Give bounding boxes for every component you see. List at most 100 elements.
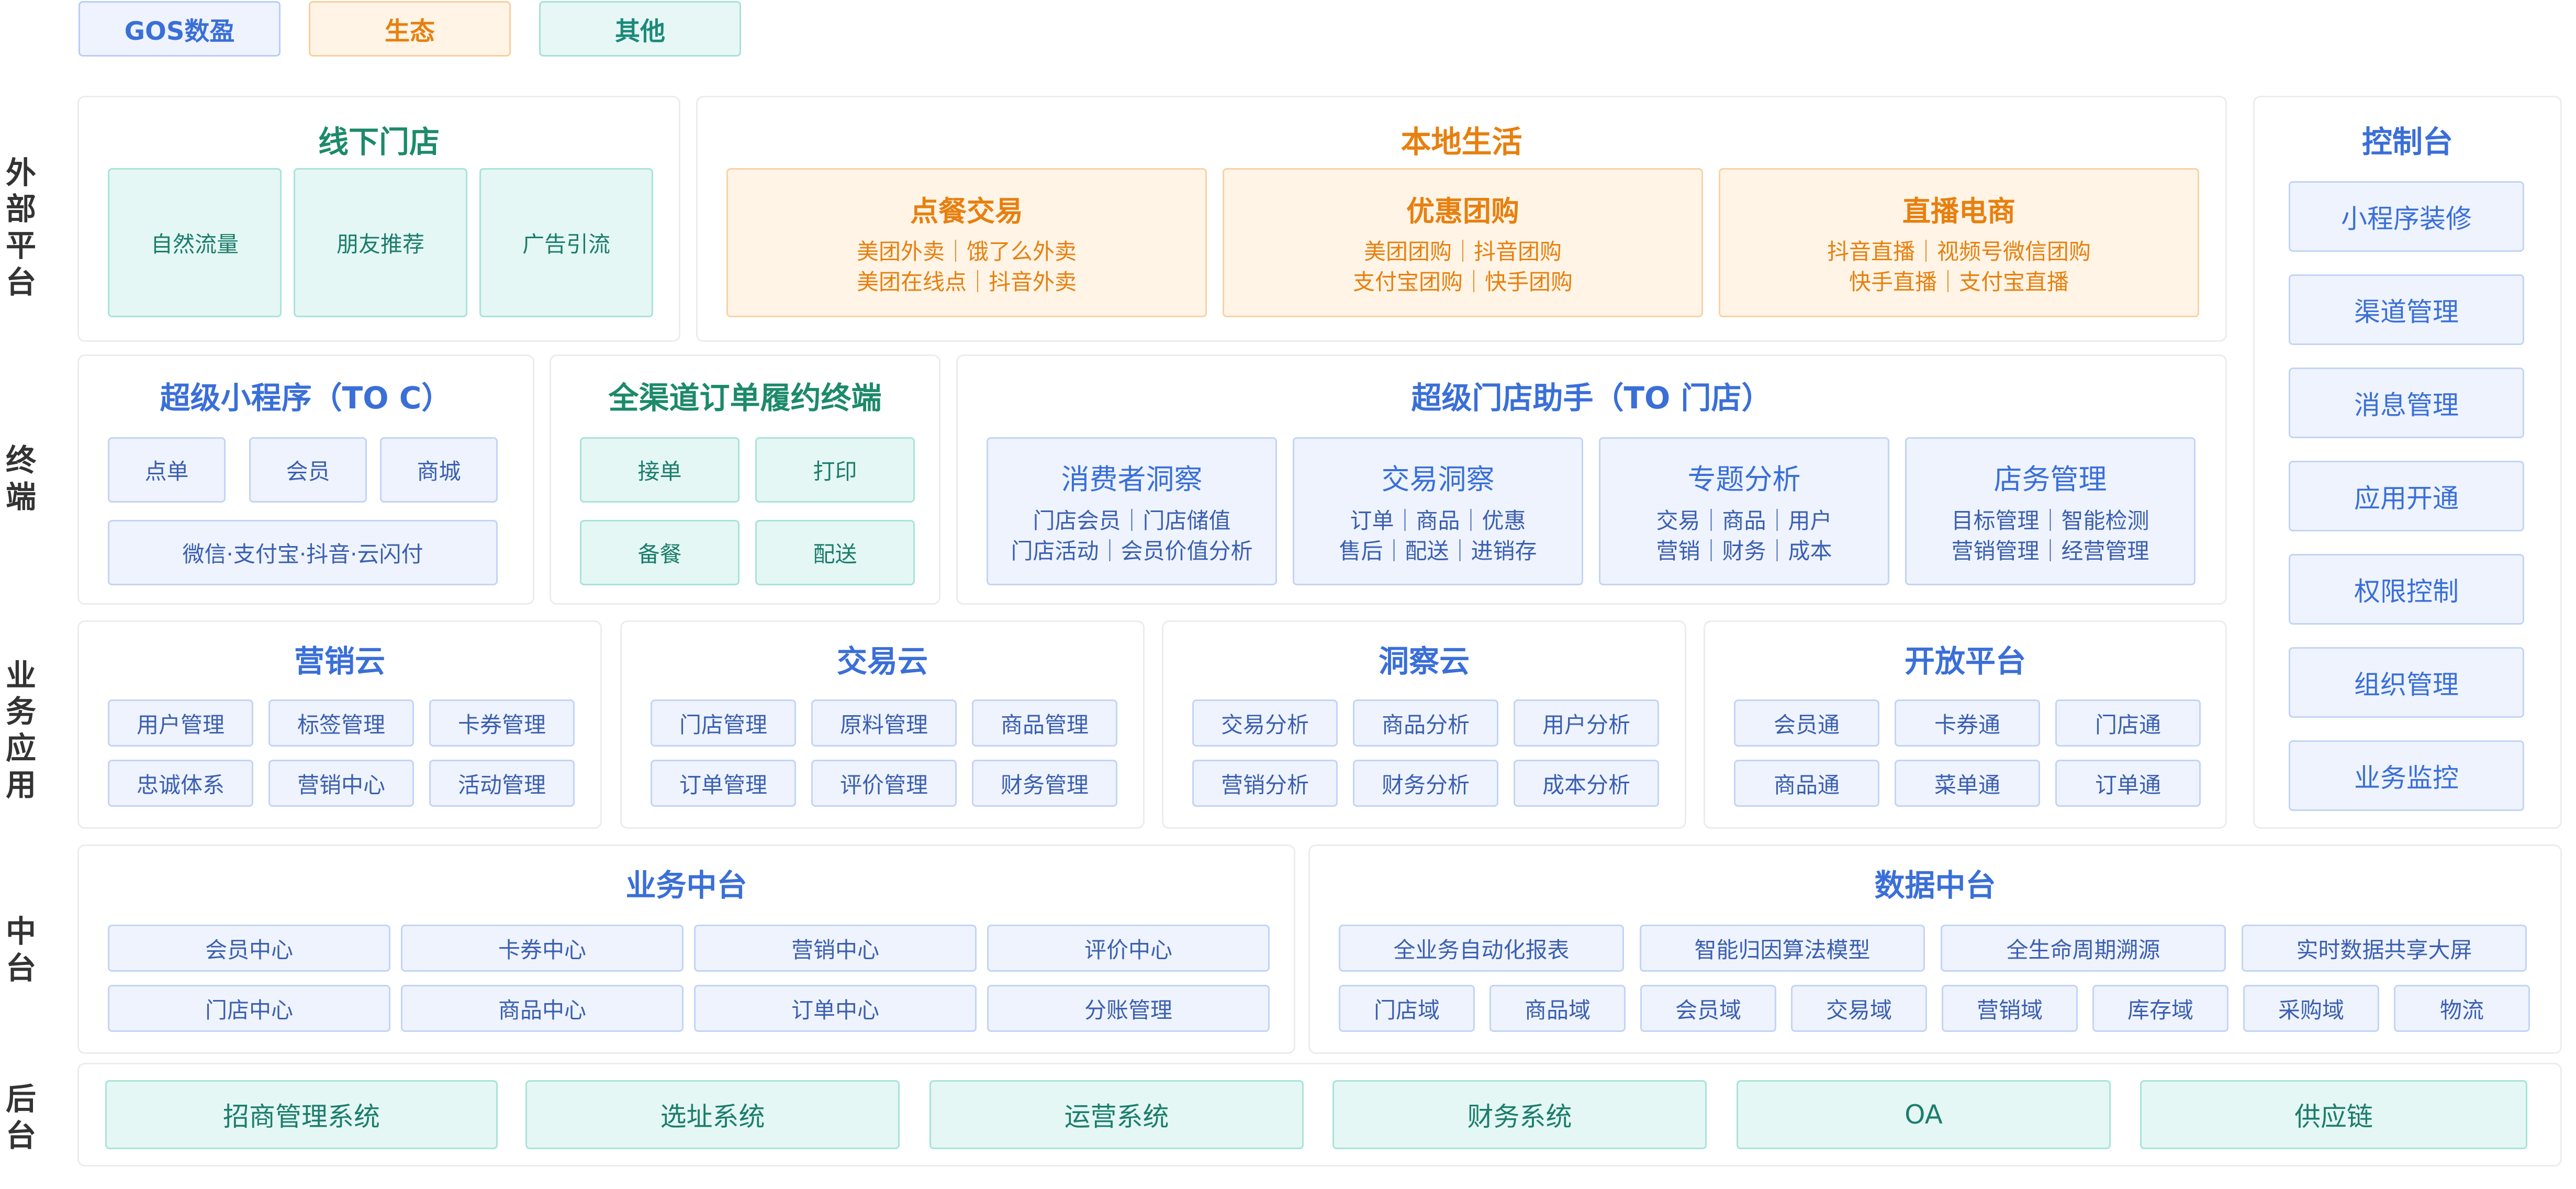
row-label-char: 台 bbox=[5, 264, 36, 300]
cloud-item: 财务分析 bbox=[1353, 760, 1498, 807]
row-label-char: 平 bbox=[5, 228, 36, 263]
console-item: 权限控制 bbox=[2289, 554, 2524, 625]
card-title: 点餐交易 bbox=[910, 195, 1023, 228]
data-middle-title: 数据中台 bbox=[1874, 868, 1996, 903]
card-title: 交易洞察 bbox=[1381, 463, 1495, 496]
row-label-char: 台 bbox=[5, 950, 36, 986]
offline-item: 自然流量 bbox=[108, 168, 282, 317]
card-title: 直播电商 bbox=[1902, 195, 2015, 228]
local-life-title: 本地生活 bbox=[1401, 124, 1522, 160]
biz-middle-item: 评价中心 bbox=[987, 925, 1270, 972]
cloud-panel-trade: 交易云 门店管理 原料管理 商品管理 订单管理 评价管理 财务管理 bbox=[620, 620, 1145, 829]
legend-gos: GOS数盈 bbox=[79, 1, 281, 57]
assistant-card: 店务管理 目标管理｜智能检测 营销管理｜经营管理 bbox=[1905, 437, 2196, 585]
super-mini-item: 商城 bbox=[380, 437, 498, 503]
row-label-external: 外 部 平 台 bbox=[0, 141, 42, 314]
row-label-char: 务 bbox=[5, 694, 36, 730]
biz-middle-item: 营销中心 bbox=[694, 925, 977, 972]
cloud-item: 财务管理 bbox=[972, 760, 1117, 807]
offline-store-title: 线下门店 bbox=[318, 124, 440, 160]
data-middle-top-item: 全业务自动化报表 bbox=[1339, 925, 1624, 972]
row-label-char: 部 bbox=[5, 191, 36, 227]
cloud-item: 原料管理 bbox=[811, 699, 957, 747]
row-label-char: 应 bbox=[5, 730, 36, 766]
offline-item: 广告引流 bbox=[479, 168, 653, 317]
cloud-item: 订单管理 bbox=[651, 760, 796, 807]
cloud-item: 商品分析 bbox=[1353, 699, 1498, 747]
cloud-item: 菜单通 bbox=[1895, 760, 2040, 807]
card-line: 营销｜财务｜成本 bbox=[1656, 538, 1832, 564]
cloud-item: 会员通 bbox=[1734, 699, 1879, 747]
biz-middle-item: 会员中心 bbox=[108, 925, 390, 972]
legend-eco: 生态 bbox=[309, 1, 511, 57]
row-label-terminal: 终 端 bbox=[0, 429, 42, 529]
omni-channel-panel: 全渠道订单履约终端 接单 打印 备餐 配送 bbox=[550, 354, 940, 605]
backend-item: OA bbox=[1737, 1080, 2111, 1149]
store-assistant-title: 超级门店助手（TO 门店） bbox=[1411, 380, 1772, 416]
biz-middle-item: 门店中心 bbox=[108, 985, 390, 1032]
console-panel: 控制台 小程序装修 渠道管理 消息管理 应用开通 权限控制 组织管理 业务监控 bbox=[2253, 96, 2562, 829]
console-item: 应用开通 bbox=[2289, 461, 2524, 531]
data-domain-item: 交易域 bbox=[1791, 985, 1927, 1032]
row-label-char: 业 bbox=[5, 657, 36, 693]
omni-item: 接单 bbox=[580, 437, 740, 503]
card-line: 售后｜配送｜进销存 bbox=[1339, 538, 1537, 564]
cloud-item: 订单通 bbox=[2055, 760, 2201, 807]
cloud-item: 卡券管理 bbox=[429, 699, 575, 747]
card-line: 美团在线点｜抖音外卖 bbox=[856, 269, 1077, 295]
biz-middle-item: 商品中心 bbox=[401, 985, 684, 1032]
cloud-item: 门店管理 bbox=[651, 699, 796, 747]
card-line: 交易｜商品｜用户 bbox=[1656, 508, 1832, 534]
super-mini-channels: 微信·支付宝·抖音·云闪付 bbox=[108, 520, 498, 585]
data-middle-top-item: 智能归因算法模型 bbox=[1640, 925, 1925, 972]
console-item: 组织管理 bbox=[2289, 647, 2524, 718]
cloud-item: 忠诚体系 bbox=[108, 760, 253, 807]
super-mini-title: 超级小程序（TO C） bbox=[160, 380, 452, 416]
data-middle-panel: 数据中台 全业务自动化报表 智能归因算法模型 全生命周期溯源 实时数据共享大屏 … bbox=[1308, 844, 2562, 1054]
card-line: 美团外卖｜饿了么外卖 bbox=[856, 239, 1077, 264]
backend-panel: 招商管理系统 选址系统 运营系统 财务系统 OA 供应链 bbox=[77, 1063, 2562, 1166]
omni-channel-title: 全渠道订单履约终端 bbox=[608, 380, 882, 416]
backend-item: 招商管理系统 bbox=[105, 1080, 498, 1149]
offline-store-panel: 线下门店 自然流量 朋友推荐 广告引流 bbox=[77, 96, 680, 342]
row-label-middle: 中 台 bbox=[0, 901, 42, 1000]
backend-item: 运营系统 bbox=[929, 1080, 1304, 1149]
row-label-char: 终 bbox=[5, 442, 36, 479]
data-middle-top-item: 全生命周期溯源 bbox=[1941, 925, 2226, 972]
cloud-item: 门店通 bbox=[2055, 699, 2201, 747]
backend-item: 供应链 bbox=[2140, 1080, 2527, 1149]
cloud-item: 交易分析 bbox=[1192, 699, 1338, 747]
card-line: 目标管理｜智能检测 bbox=[1951, 508, 2149, 534]
assistant-card: 消费者洞察 门店会员｜门店储值 门店活动｜会员价值分析 bbox=[987, 437, 1277, 585]
console-item: 消息管理 bbox=[2289, 368, 2524, 438]
data-domain-item: 商品域 bbox=[1489, 985, 1626, 1032]
super-mini-item: 点单 bbox=[108, 437, 226, 503]
cloud-title: 洞察云 bbox=[1378, 643, 1470, 679]
biz-middle-item: 卡券中心 bbox=[401, 925, 684, 972]
card-title: 优惠团购 bbox=[1406, 195, 1519, 228]
console-item: 小程序装修 bbox=[2289, 181, 2524, 252]
row-label-backend: 后 台 bbox=[0, 1068, 42, 1168]
cloud-item: 营销中心 bbox=[268, 760, 414, 807]
super-mini-panel: 超级小程序（TO C） 点单 会员 商城 微信·支付宝·抖音·云闪付 bbox=[77, 354, 534, 605]
data-domain-item: 库存域 bbox=[2092, 985, 2228, 1032]
cloud-panel-marketing: 营销云 用户管理 标签管理 卡券管理 忠诚体系 营销中心 活动管理 bbox=[77, 620, 602, 829]
cloud-item: 商品管理 bbox=[972, 699, 1117, 747]
biz-middle-panel: 业务中台 会员中心 卡券中心 营销中心 评价中心 门店中心 商品中心 订单中心 … bbox=[77, 844, 1295, 1054]
cloud-title: 营销云 bbox=[294, 643, 385, 679]
data-domain-item: 营销域 bbox=[1942, 985, 2078, 1032]
assistant-card: 交易洞察 订单｜商品｜优惠 售后｜配送｜进销存 bbox=[1293, 437, 1583, 585]
backend-item: 财务系统 bbox=[1332, 1080, 1707, 1149]
offline-item: 朋友推荐 bbox=[294, 168, 467, 317]
cloud-title: 交易云 bbox=[836, 643, 928, 679]
store-assistant-panel: 超级门店助手（TO 门店） 消费者洞察 门店会员｜门店储值 门店活动｜会员价值分… bbox=[956, 354, 2227, 605]
super-mini-item: 会员 bbox=[249, 437, 367, 503]
biz-middle-title: 业务中台 bbox=[625, 868, 747, 903]
cloud-item: 成本分析 bbox=[1514, 760, 1659, 807]
cloud-panel-open: 开放平台 会员通 卡券通 门店通 商品通 菜单通 订单通 bbox=[1704, 620, 2227, 829]
row-label-char: 中 bbox=[5, 914, 36, 950]
data-domain-item: 门店域 bbox=[1339, 985, 1475, 1032]
row-label-business: 业 务 应 用 bbox=[0, 644, 42, 817]
row-label-char: 后 bbox=[5, 1081, 36, 1117]
console-title: 控制台 bbox=[2361, 124, 2453, 160]
